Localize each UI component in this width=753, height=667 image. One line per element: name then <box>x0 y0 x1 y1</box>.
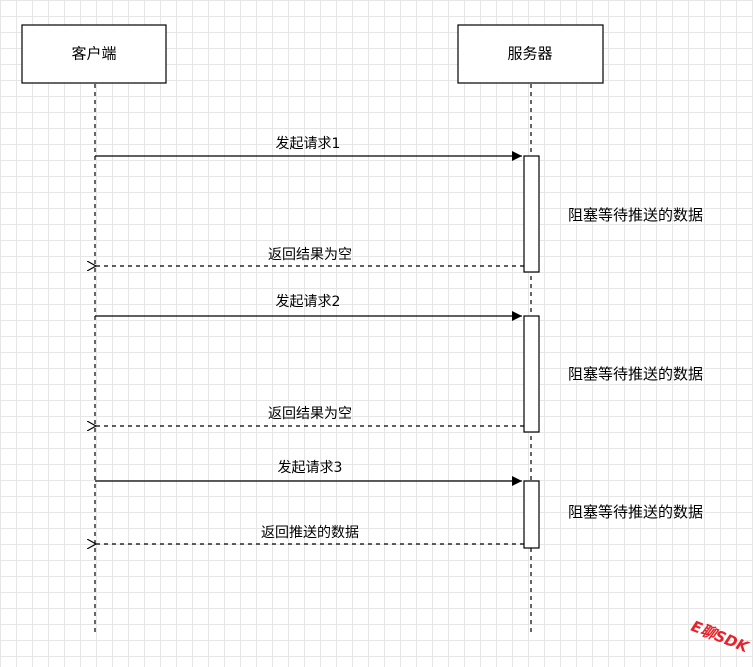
response-label-2: 返回结果为空 <box>268 406 352 422</box>
blocking-note-3: 阻塞等待推送的数据 <box>568 503 703 521</box>
request-label-3: 发起请求3 <box>278 460 343 476</box>
blocking-note-1: 阻塞等待推送的数据 <box>568 206 703 224</box>
server-participant: 服务器 <box>457 24 604 84</box>
request-label-1: 发起请求1 <box>276 136 341 152</box>
server-label: 服务器 <box>507 45 552 63</box>
request-label-2: 发起请求2 <box>276 294 341 310</box>
client-box <box>21 24 167 84</box>
response-label-1: 返回结果为空 <box>268 247 352 263</box>
server-box <box>457 24 604 84</box>
blocking-note-2: 阻塞等待推送的数据 <box>568 365 703 383</box>
activation-bar-1 <box>523 155 540 273</box>
activation-bar-2 <box>523 315 540 433</box>
client-participant: 客户端 <box>21 24 167 84</box>
activation-bar-3 <box>523 480 540 549</box>
client-label: 客户端 <box>71 45 116 63</box>
response-label-3: 返回推送的数据 <box>261 525 359 541</box>
watermark-logo: E聊SDK <box>689 617 753 657</box>
